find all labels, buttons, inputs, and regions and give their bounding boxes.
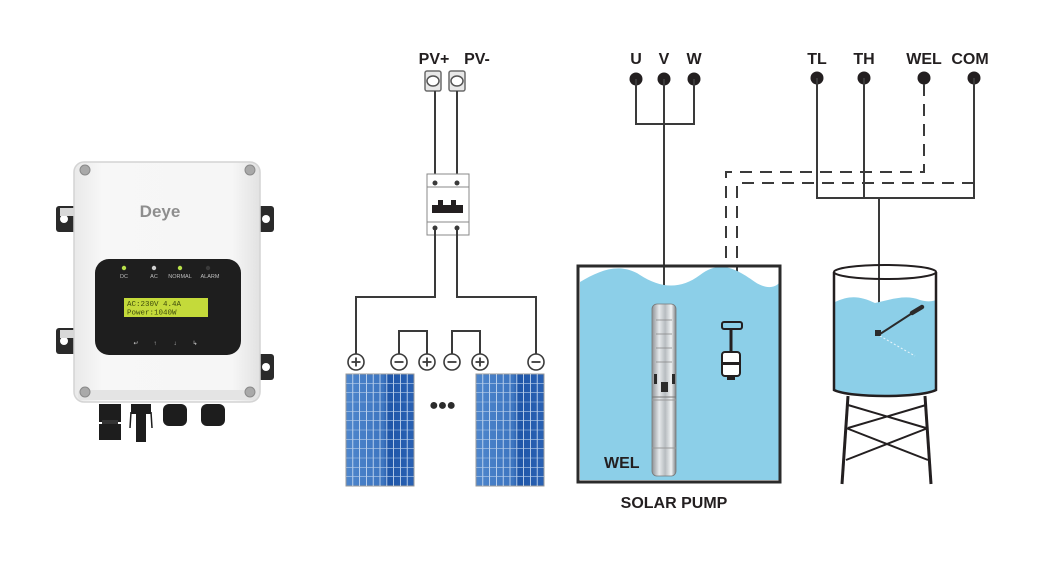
positive-terminal-icon	[471, 353, 489, 371]
positive-terminal-icon	[418, 353, 436, 371]
well-wall	[576, 264, 782, 484]
terminal-label-u: U	[630, 51, 642, 68]
negative-terminal-icon	[443, 353, 461, 371]
terminal-label-wel: WEL	[906, 51, 942, 68]
lcd-screen	[124, 298, 208, 317]
terminal-label-com: COM	[951, 51, 988, 68]
lcd-line-1: AC:230V 4.4A	[127, 301, 182, 309]
well-label: WEL	[604, 455, 640, 472]
terminal-label-tl: TL	[807, 51, 827, 68]
pv-plus-terminal[interactable]	[424, 70, 442, 92]
submersible-pump-icon	[651, 303, 677, 477]
solar-panel-left	[345, 373, 415, 487]
negative-terminal-icon	[390, 353, 408, 371]
terminal-label-v: V	[659, 51, 670, 68]
lcd-line-2: Power:1040W	[127, 310, 177, 318]
tower-braces	[845, 404, 929, 461]
led-normal-icon	[177, 265, 183, 271]
well: WEL SOLAR PUMP	[576, 264, 782, 512]
solar-panel-right	[475, 373, 545, 487]
terminal-wel[interactable]	[917, 71, 931, 85]
pump-controller: Deye DC AC NORMAL ALARM AC:230V 4.4A Pow…	[56, 161, 274, 442]
key-back-icon[interactable]: ↳	[192, 340, 197, 347]
led-alarm-icon	[205, 265, 211, 271]
pv-minus-terminal[interactable]	[448, 70, 466, 92]
led-label-alarm: ALARM	[201, 274, 220, 280]
mounting-brackets	[56, 206, 274, 380]
indicator-leds: DC AC NORMAL ALARM	[120, 265, 220, 280]
led-label-ac: AC	[150, 274, 158, 280]
key-enter-icon[interactable]: ↵	[133, 341, 138, 347]
led-dc-icon	[121, 265, 127, 271]
control-keys[interactable]: ↵ ↑ ↓ ↳	[133, 340, 197, 347]
led-ac-icon	[151, 265, 157, 271]
pv-input-section: PV+ PV-	[355, 51, 537, 354]
motor-terminals: U V W	[629, 51, 702, 300]
negative-terminal-icon	[527, 353, 545, 371]
level-switch-icon	[875, 304, 925, 357]
float-switch-icon	[721, 321, 743, 380]
led-label-normal: NORMAL	[168, 274, 192, 280]
tank-water	[835, 297, 936, 396]
tower-legs	[840, 395, 933, 485]
terminal-label-th: TH	[853, 51, 874, 68]
key-down-icon[interactable]: ↓	[174, 341, 177, 347]
pv-plus-label: PV+	[419, 51, 450, 68]
tank-rim	[833, 264, 937, 280]
dc-breaker[interactable]	[426, 173, 470, 236]
panel-ellipsis: ●●●	[429, 397, 455, 414]
led-label-dc: DC	[120, 274, 128, 280]
positive-terminal-icon	[347, 353, 365, 371]
panel-terminals	[347, 353, 545, 371]
cable-glands	[99, 404, 225, 442]
terminal-label-w: W	[686, 51, 702, 68]
key-up-icon[interactable]: ↑	[154, 341, 157, 347]
case-screws	[79, 164, 256, 398]
brand-logo: Deye	[140, 202, 181, 221]
pv-minus-label: PV-	[464, 51, 490, 68]
water-tower	[832, 264, 938, 485]
solar-pump-caption: SOLAR PUMP	[621, 495, 728, 512]
well-water	[580, 266, 780, 480]
